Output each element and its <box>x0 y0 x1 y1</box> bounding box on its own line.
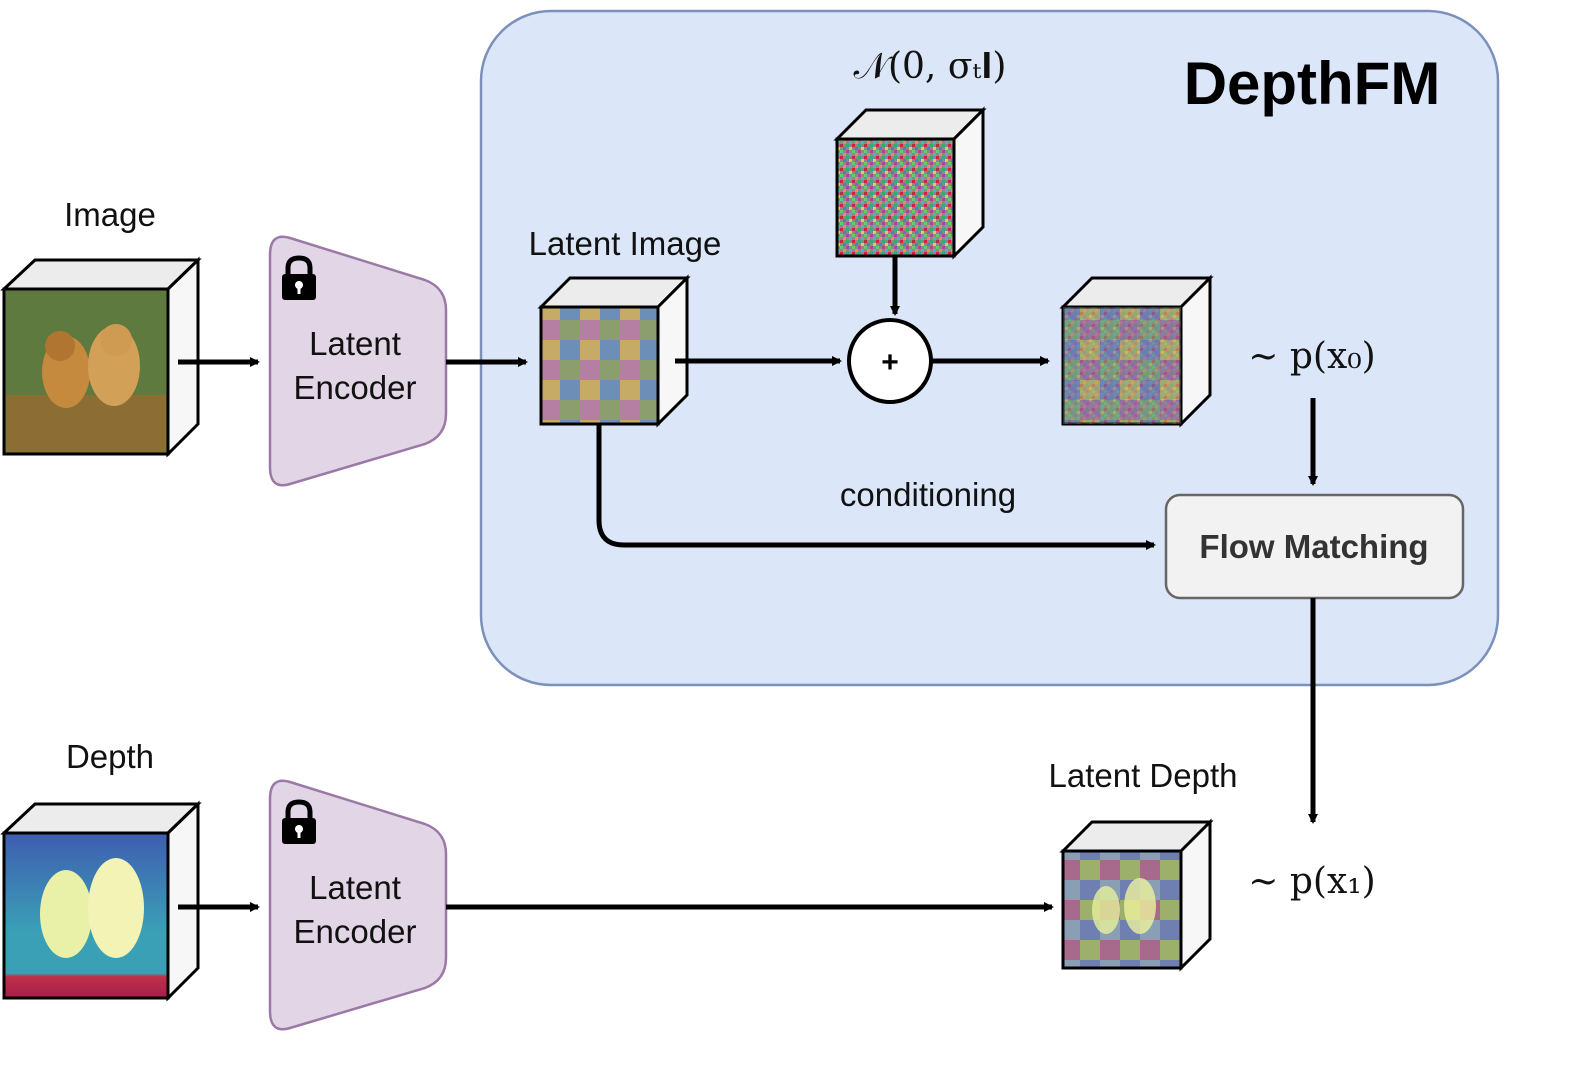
depth-cube <box>0 800 202 1002</box>
latent-depth-cube <box>1059 818 1214 972</box>
latent-image-cube <box>537 274 691 428</box>
noisy-latent-cube <box>1059 274 1214 428</box>
latent-depth-label: Latent Depth <box>1049 757 1238 794</box>
image-label: Image <box>64 196 156 233</box>
p-x1-label: ~ p(x₁) <box>1248 861 1375 902</box>
noise-cube <box>833 106 987 260</box>
latent-encoder-depth: Latent Encoder <box>268 779 448 1031</box>
conditioning-label: conditioning <box>840 476 1016 513</box>
depthfm-title: DepthFM <box>1184 50 1441 117</box>
plus-symbol: + <box>881 346 899 379</box>
encoder-label-line1: Latent <box>309 325 401 362</box>
flow-matching-label: Flow Matching <box>1199 528 1428 565</box>
encoder-label-line1: Latent <box>309 869 401 906</box>
conditioning-arrow <box>596 424 1156 550</box>
lock-icon <box>282 255 316 300</box>
encoder-label-line2: Encoder <box>294 369 417 406</box>
noise-distribution: 𝒩(0, σₜ𝐈) <box>854 46 1007 87</box>
plus-icon: + <box>847 318 933 404</box>
image-cube <box>0 256 202 458</box>
depth-label: Depth <box>66 738 154 775</box>
p-x0-label: ~ p(x₀) <box>1248 336 1375 377</box>
latent-encoder-image: Latent Encoder <box>268 235 448 487</box>
latent-image-label: Latent Image <box>529 225 722 262</box>
lock-icon <box>282 799 316 844</box>
encoder-label-line2: Encoder <box>294 913 417 950</box>
